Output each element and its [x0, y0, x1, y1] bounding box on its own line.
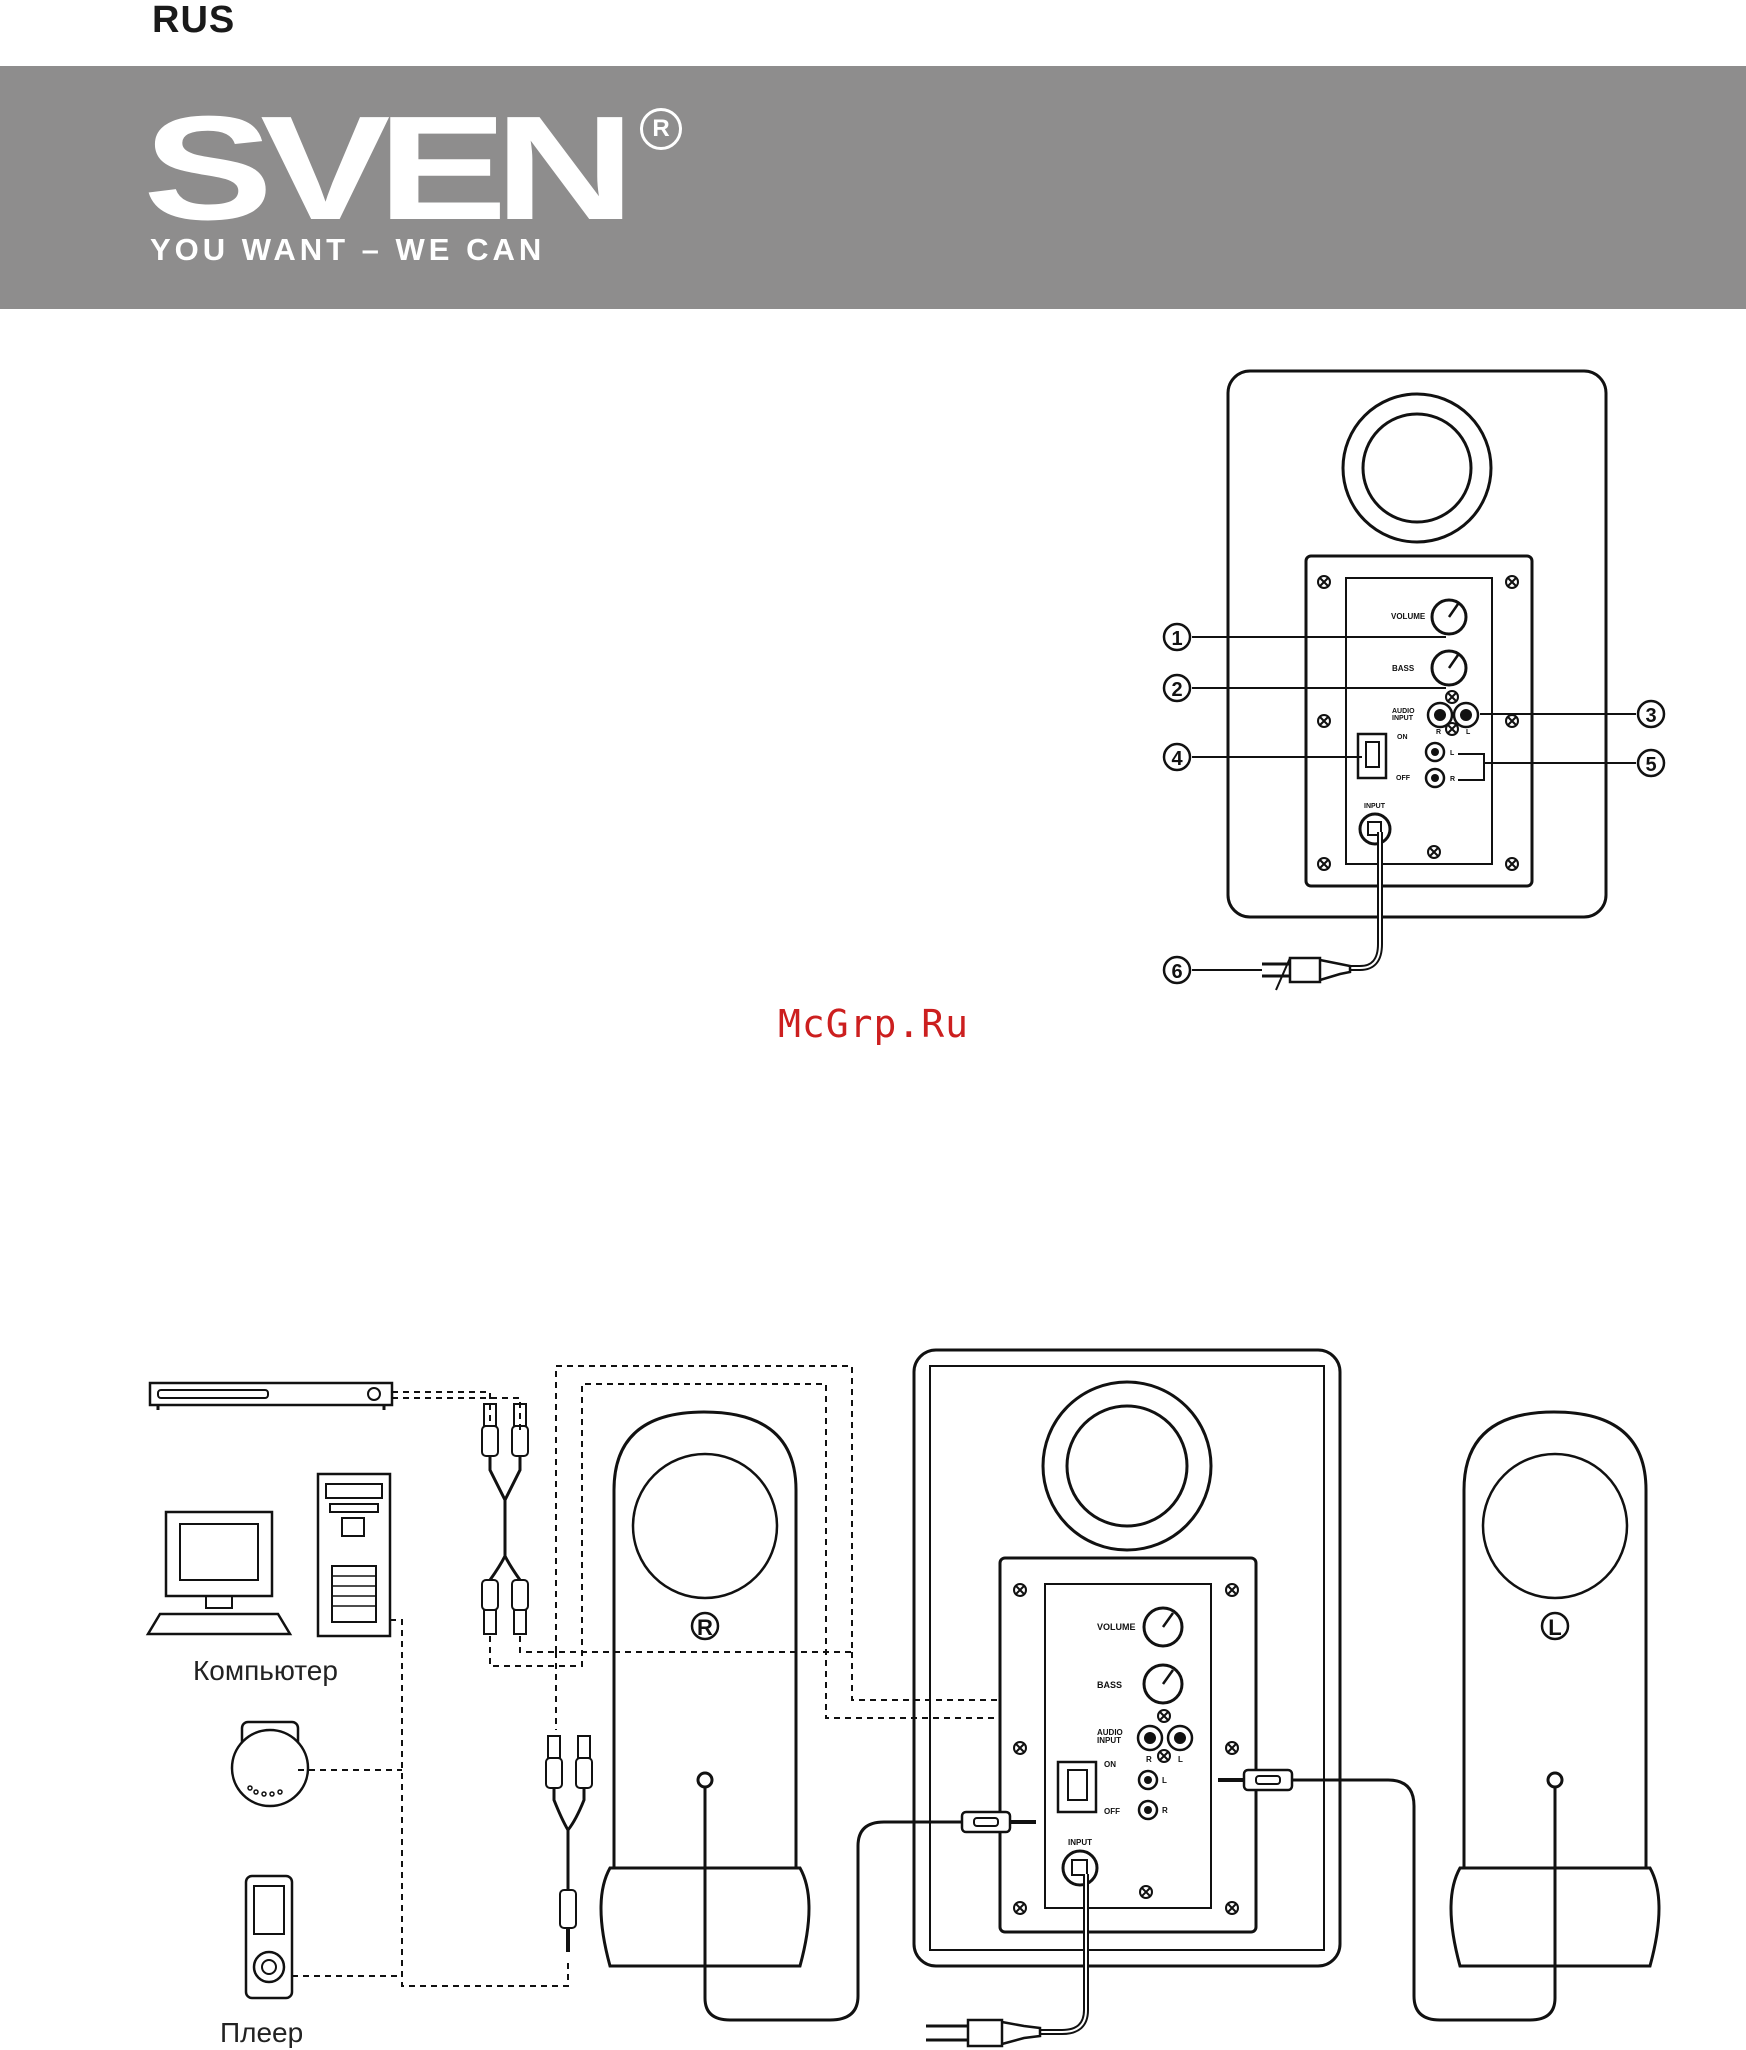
rca-r-label: R — [1436, 729, 1441, 736]
sub-input-label: INPUT — [1097, 1736, 1121, 1745]
callout-3: 3 — [1638, 701, 1664, 727]
sub-volume-label: VOLUME — [1097, 1622, 1136, 1632]
svg-text:2: 2 — [1171, 679, 1182, 701]
connection-diagram: R L VOLUME BASS — [148, 1350, 1659, 2046]
rca-minijack-cable-icon — [546, 1736, 592, 1952]
satellite-right-icon — [601, 1412, 964, 2020]
sub-out-r-label: R — [1162, 1806, 1168, 1815]
callout-2: 2 — [1164, 675, 1190, 701]
out-l-label: L — [1450, 750, 1455, 757]
sub-off-label: OFF — [1104, 1807, 1120, 1816]
rca-l-label: L — [1466, 729, 1471, 736]
svg-text:6: 6 — [1171, 961, 1182, 983]
svg-text:3: 3 — [1645, 705, 1656, 727]
sub-rca-l-label: L — [1178, 1755, 1183, 1764]
off-label: OFF — [1396, 775, 1411, 782]
on-label: ON — [1397, 734, 1408, 741]
rca-cable-icon — [482, 1404, 528, 1634]
computer-label: Компьютер — [193, 1656, 338, 1686]
svg-text:1: 1 — [1171, 628, 1182, 650]
power-input-label: INPUT — [1364, 803, 1386, 810]
callout-6: 6 — [1164, 957, 1190, 983]
callout-5: 5 — [1638, 750, 1664, 776]
sub-rca-r-label: R — [1146, 1755, 1152, 1764]
callout-4: 4 — [1164, 744, 1190, 770]
sub-power-label: INPUT — [1068, 1838, 1092, 1847]
player-label: Плеер — [220, 2018, 303, 2048]
satellite-l-label: L — [1548, 1615, 1561, 1640]
satellite-left-icon — [1300, 1412, 1659, 2020]
subwoofer-back-diagram: VOLUME BASS AUDIO INPUT R L ON OFF L R I… — [1164, 371, 1664, 990]
bass-label: BASS — [1392, 664, 1415, 673]
audio-label: AUDIO — [1392, 708, 1415, 715]
svg-text:5: 5 — [1645, 754, 1656, 776]
satellite-r-label: R — [697, 1615, 713, 1640]
dvd-player-icon — [150, 1383, 392, 1410]
out-r-label: R — [1450, 776, 1455, 783]
computer-icon — [148, 1474, 390, 1636]
sub-on-label: ON — [1104, 1760, 1116, 1769]
input-label: INPUT — [1392, 715, 1414, 722]
subwoofer-icon: VOLUME BASS AUDIO INPUT R L ON OFF L R I… — [914, 1350, 1340, 1966]
svg-text:4: 4 — [1171, 748, 1183, 770]
sub-out-l-label: L — [1162, 1776, 1167, 1785]
mp3-player-icon — [246, 1876, 292, 1998]
volume-label: VOLUME — [1391, 612, 1426, 621]
cd-player-icon — [232, 1722, 308, 1806]
sub-bass-label: BASS — [1097, 1680, 1122, 1690]
callout-1: 1 — [1164, 624, 1190, 650]
